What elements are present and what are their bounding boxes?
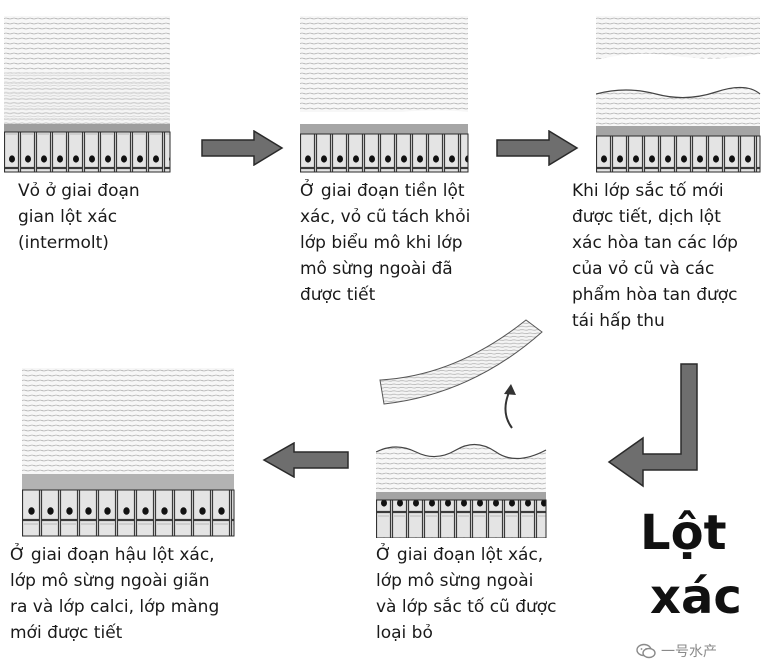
- cuticle-illustration-digestion: [596, 16, 761, 173]
- arrow-right-icon: [201, 130, 284, 166]
- watermark-text: 一号水产: [661, 644, 717, 660]
- caption-postmolt: Ở giai đoạn hậu lột xác, lớp mô sừng ngo…: [10, 545, 220, 643]
- caption-digestion: Khi lớp sắc tố mới được tiết, dịch lột x…: [572, 181, 738, 331]
- arrow-right-icon: [496, 130, 579, 166]
- stage-label-line2: xác: [650, 569, 742, 625]
- panel-premolt: [300, 16, 470, 174]
- panel-postmolt: [22, 368, 236, 538]
- cuticle-illustration-ecdysis: [376, 443, 547, 538]
- watermark: 一号水产: [636, 641, 717, 661]
- panel-intermolt: [4, 16, 172, 174]
- stage-label-line1: Lột: [640, 505, 727, 561]
- wechat-icon: [636, 643, 656, 659]
- caption-premolt: Ở giai đoạn tiền lột xác, vỏ cũ tách khỏ…: [300, 181, 471, 305]
- cuticle-illustration-intermolt: [4, 16, 171, 173]
- panel-ecdysis: [376, 436, 548, 538]
- arrow-left-icon: [262, 442, 349, 478]
- panel-digestion: [596, 16, 762, 174]
- arrow-down-left-icon: [607, 363, 698, 488]
- caption-ecdysis: Ở giai đoạn lột xác, lớp mô sừng ngoài v…: [376, 545, 557, 643]
- shed-exoskeleton-illustration: [379, 319, 543, 405]
- cuticle-illustration-premolt: [300, 16, 469, 173]
- curved-arrow-icon: [504, 384, 516, 429]
- cuticle-illustration-postmolt: [22, 368, 235, 537]
- caption-intermolt: Vỏ ở giai đoạn gian lột xác (intermolt): [18, 181, 140, 253]
